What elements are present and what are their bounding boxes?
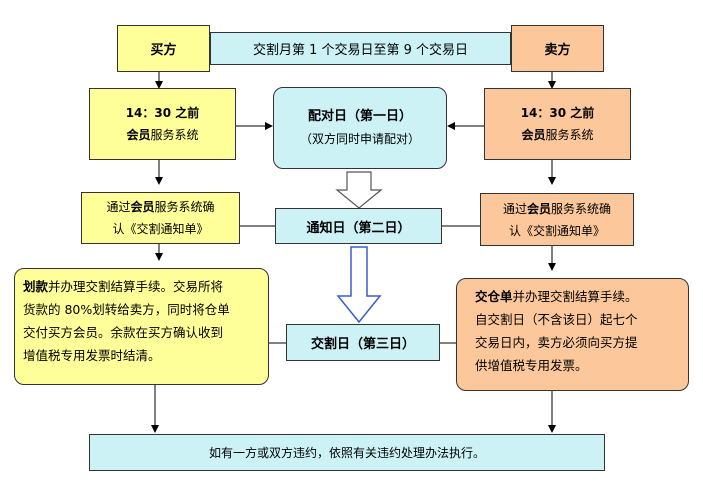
seller-confirm-box: 通过会员服务系统确 认《交割通知单》 — [480, 193, 634, 246]
match-day-desc: （双方同时申请配对） — [299, 132, 420, 146]
seller-system-box: 14：30 之前 会员服务系统 — [484, 88, 631, 160]
block-arrow-down-2 — [336, 246, 382, 324]
buyer-system-box: 14：30 之前 会员服务系统 — [89, 88, 236, 160]
seller-header: 卖方 — [511, 25, 604, 72]
seller-system-label: 会员服务系统 — [521, 128, 594, 142]
delivery-day-box: 交割日（第三日） — [286, 324, 440, 361]
match-day-title: 配对日（第一日） — [307, 109, 412, 124]
buyer-confirm-box: 通过会员服务系统确 认《交割通知单》 — [81, 192, 240, 244]
seller-deadline: 14：30 之前 — [520, 106, 595, 120]
buyer-system-label: 会员服务系统 — [126, 128, 199, 142]
default-rule-box: 如有一方或双方违约，依照有关违约处理办法执行。 — [89, 434, 605, 471]
buyer-settlement-box: 划款并办理交割结算手续。交易所将 货款的 80%划转给卖方，同时将仓单 交付买方… — [14, 268, 269, 385]
match-day-box: 配对日（第一日） （双方同时申请配对） — [273, 87, 447, 169]
notice-day-box: 通知日（第二日） — [275, 208, 442, 244]
buyer-header: 买方 — [117, 25, 210, 72]
buyer-deadline: 14：30 之前 — [125, 106, 200, 120]
delivery-period-bar: 交割月第 1 个交易日至第 9 个交易日 — [210, 32, 511, 65]
seller-settlement-box: 交仓单并办理交割结算手续。 自交割日（不含该日）起七个 交易日内，卖方必须向买方… — [456, 278, 689, 391]
block-arrow-down-1 — [335, 171, 383, 209]
